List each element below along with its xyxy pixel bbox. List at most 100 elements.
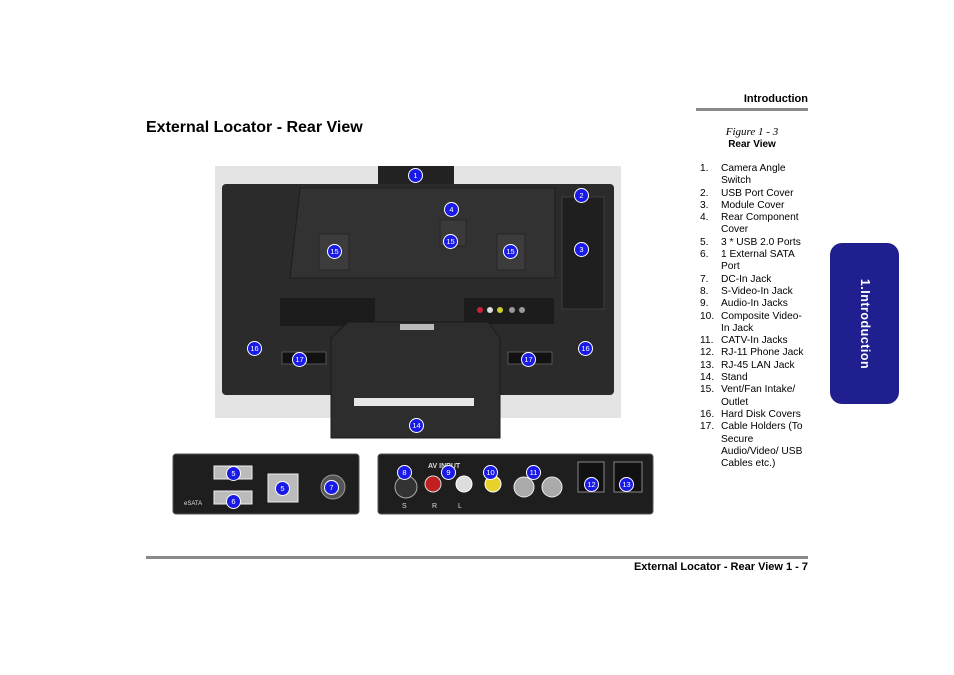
legend-number: 9. — [700, 298, 709, 310]
callout-legend: 1. Camera Angle Switch 2. USB Port Cover 3… — [700, 163, 810, 470]
callout-1: 1 — [408, 168, 423, 183]
rear-component-cover — [289, 187, 556, 279]
callout-16-right: 16 — [578, 341, 593, 356]
callout-17-left: 17 — [292, 352, 307, 367]
legend-number: 14. — [700, 372, 715, 384]
catv-jack-1 — [513, 476, 535, 498]
callout-5-usb-stack: 5 — [275, 481, 290, 496]
legend-item: 8. S-Video-In Jack — [700, 286, 810, 298]
footer-rule — [146, 556, 808, 559]
legend-text: Stand — [721, 372, 748, 384]
legend-item: 7. DC-In Jack — [700, 274, 810, 286]
legend-text: CATV-In Jacks — [721, 335, 788, 347]
port-yellow — [497, 307, 503, 313]
legend-number: 10. — [700, 310, 715, 322]
usb-port-stack — [267, 473, 299, 503]
legend-item: 5. 3 * USB 2.0 Ports — [700, 237, 810, 249]
legend-item: 4. Rear Component Cover — [700, 212, 810, 237]
legend-item: 2. USB Port Cover — [700, 188, 810, 200]
port-red — [477, 307, 483, 313]
legend-text: S-Video-In Jack — [721, 285, 793, 297]
legend-item: 9. Audio-In Jacks — [700, 298, 810, 310]
callout-9: 9 — [441, 465, 456, 480]
callout-7: 7 — [324, 480, 339, 495]
legend-item: 17. Cable Holders (To Secure Audio/Video/… — [700, 421, 810, 470]
legend-text: Composite Video-In Jack — [721, 310, 802, 334]
legend-text: RJ-11 Phone Jack — [721, 347, 804, 359]
running-header-section: Introduction — [743, 93, 808, 105]
audio-r-jack — [424, 475, 442, 493]
legend-number: 16. — [700, 408, 715, 420]
legend-text: Camera Angle Switch — [721, 163, 786, 187]
chapter-side-tab: 1.Introduction — [830, 243, 899, 404]
legend-number: 8. — [700, 285, 709, 297]
legend-text: Module Cover — [721, 199, 785, 211]
legend-text: Audio-In Jacks — [721, 298, 788, 310]
legend-item: 10. Composite Video-In Jack — [700, 311, 810, 336]
legend-number: 6. — [700, 249, 709, 261]
legend-number: 13. — [700, 359, 715, 371]
legend-item: 1. Camera Angle Switch — [700, 163, 810, 188]
callout-12: 12 — [584, 477, 599, 492]
callout-6: 6 — [226, 494, 241, 509]
callout-4: 4 — [444, 202, 459, 217]
esata-label: eSATA — [184, 501, 202, 507]
legend-item: 14. Stand — [700, 372, 810, 384]
legend-text: Cable Holders (To Secure Audio/Video/ US… — [721, 421, 803, 470]
callout-15-right: 15 — [503, 244, 518, 259]
legend-number: 17. — [700, 421, 715, 433]
callout-3: 3 — [574, 242, 589, 257]
legend-text: USB Port Cover — [721, 187, 794, 199]
legend-item: 11. CATV-In Jacks — [700, 335, 810, 347]
legend-text: 3 * USB 2.0 Ports — [721, 236, 801, 248]
legend-item: 3. Module Cover — [700, 200, 810, 212]
legend-number: 15. — [700, 384, 715, 396]
figure-number: Figure 1 - 3 — [725, 126, 779, 138]
port-white — [487, 307, 493, 313]
callout-16-left: 16 — [247, 341, 262, 356]
callout-13: 13 — [619, 477, 634, 492]
legend-item: 15. Vent/Fan Intake/ Outlet — [700, 384, 810, 409]
legend-text: Rear Component Cover — [721, 212, 799, 236]
legend-number: 5. — [700, 236, 709, 248]
stand-handle-slot — [354, 398, 474, 406]
legend-text: Vent/Fan Intake/ Outlet — [721, 384, 796, 408]
legend-text: 1 External SATA Port — [721, 249, 795, 273]
stand-hinge — [400, 324, 434, 330]
legend-number: 3. — [700, 199, 709, 211]
audio-l-label: L — [458, 503, 462, 510]
callout-2: 2 — [574, 188, 589, 203]
callout-17-right: 17 — [521, 352, 536, 367]
legend-number: 1. — [700, 163, 709, 174]
legend-item: 13. RJ-45 LAN Jack — [700, 360, 810, 372]
callout-10: 10 — [483, 465, 498, 480]
audio-l-jack — [455, 475, 473, 493]
legend-number: 7. — [700, 273, 709, 285]
legend-item: 6. 1 External SATA Port — [700, 249, 810, 274]
callout-11: 11 — [526, 465, 541, 480]
legend-item: 16. Hard Disk Covers — [700, 409, 810, 421]
callout-8: 8 — [397, 465, 412, 480]
legend-number: 12. — [700, 347, 715, 359]
stand — [330, 321, 501, 439]
callout-14: 14 — [409, 418, 424, 433]
port-recess-left — [280, 298, 375, 326]
legend-item: 12. RJ-11 Phone Jack — [700, 347, 810, 359]
legend-number: 11. — [700, 335, 714, 347]
legend-text: DC-In Jack — [721, 273, 772, 285]
port-catv-1 — [509, 307, 515, 313]
legend-text: RJ-45 LAN Jack — [721, 359, 795, 371]
legend-number: 2. — [700, 187, 709, 199]
callout-15-left: 15 — [327, 244, 342, 259]
audio-r-label: R — [432, 503, 437, 510]
legend-number: 4. — [700, 212, 709, 224]
footer-page-label: External Locator - Rear View 1 - 7 — [633, 561, 808, 573]
figure-caption: Rear View — [728, 139, 776, 150]
catv-jack-2 — [541, 476, 563, 498]
header-rule — [696, 108, 808, 111]
page-title: External Locator - Rear View — [146, 119, 363, 136]
callout-5-usb: 5 — [226, 466, 241, 481]
legend-text: Hard Disk Covers — [721, 408, 801, 420]
svideo-label: S — [402, 503, 407, 510]
